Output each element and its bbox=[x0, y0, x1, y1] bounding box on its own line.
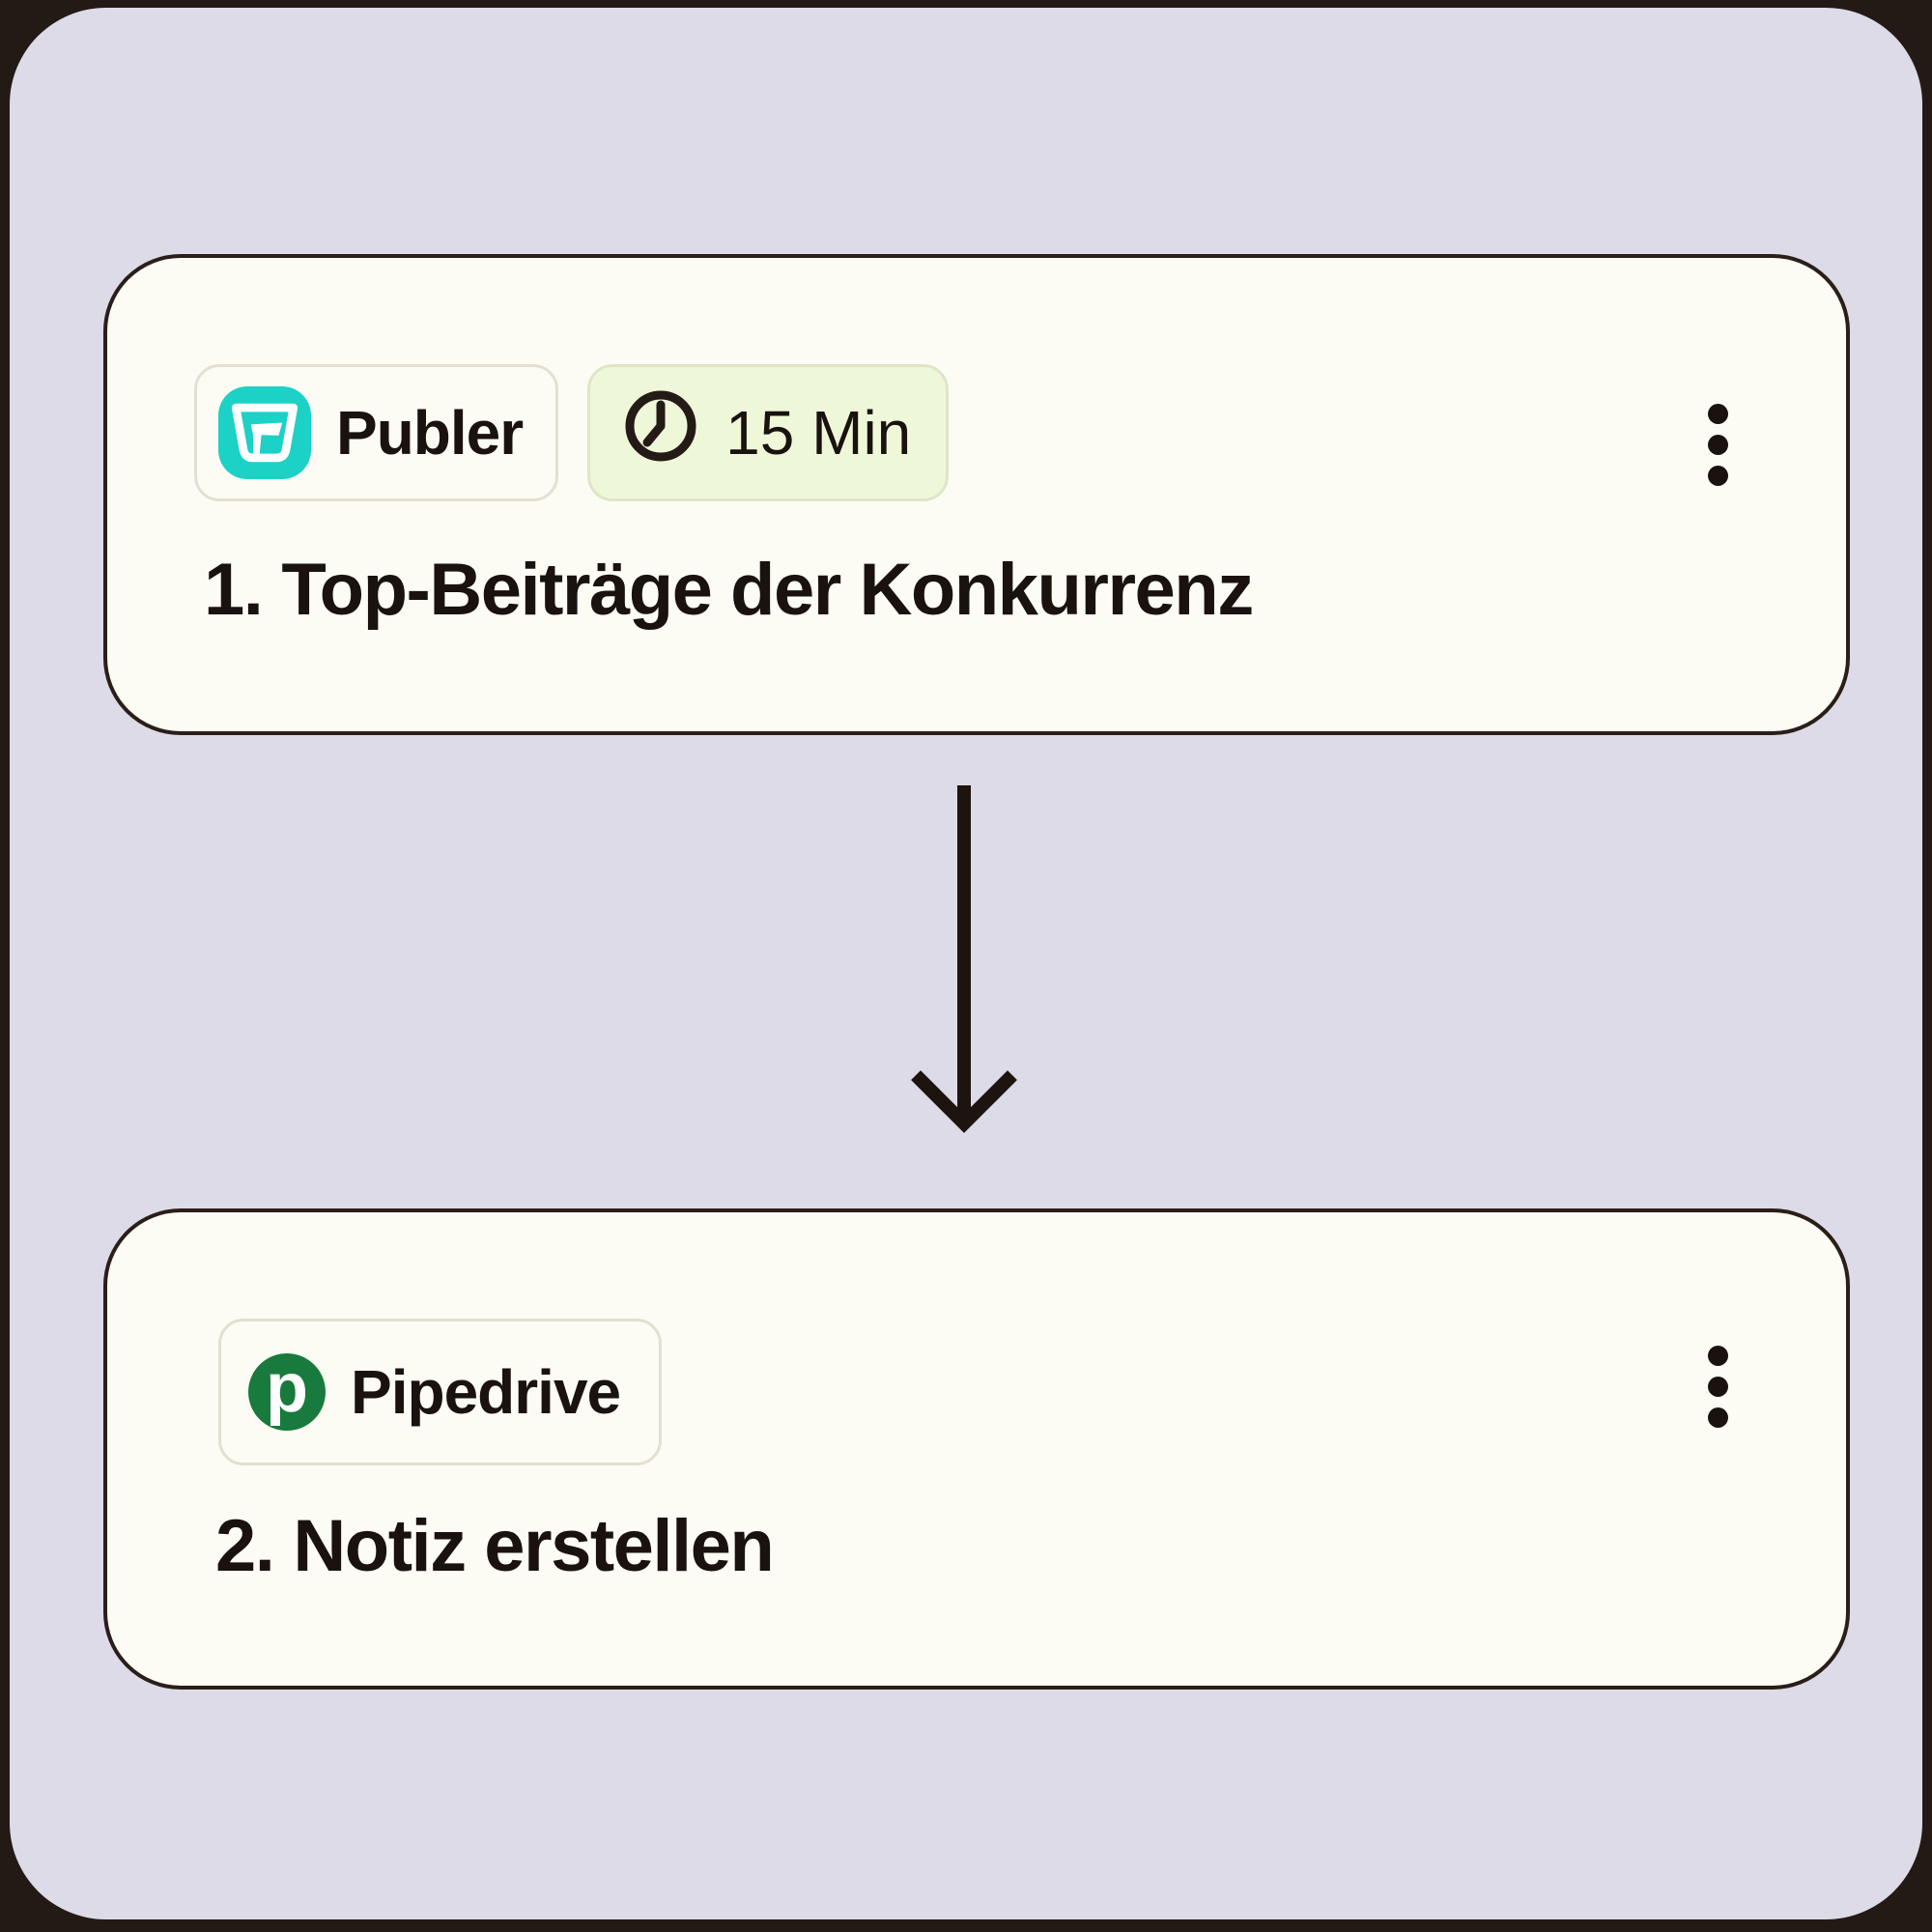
step-number: 2. bbox=[215, 1505, 275, 1587]
publer-app-badge: Publer bbox=[194, 364, 559, 501]
arrow-down-icon bbox=[911, 785, 1017, 1133]
step-card-1[interactable]: Publer 15 Min 1.Top-Beiträge der Konkurr… bbox=[103, 254, 1850, 735]
step-2-title: 2.Notiz erstellen bbox=[215, 1504, 775, 1588]
step-title-text: Top-Beiträge der Konkurrenz bbox=[281, 549, 1254, 631]
step-2-badge-row: p Pipedrive bbox=[218, 1319, 663, 1465]
step-title-text: Notiz erstellen bbox=[293, 1505, 774, 1587]
duration-badge: 15 Min bbox=[587, 364, 950, 501]
workflow-panel: Publer 15 Min 1.Top-Beiträge der Konkurr… bbox=[10, 8, 1922, 1919]
kebab-menu-icon[interactable] bbox=[1708, 404, 1728, 486]
kebab-menu-icon[interactable] bbox=[1708, 1346, 1728, 1428]
clock-icon bbox=[617, 383, 704, 484]
step-1-title: 1.Top-Beiträge der Konkurrenz bbox=[204, 548, 1254, 632]
pipedrive-icon: p bbox=[248, 1350, 326, 1431]
step-1-badge-row: Publer 15 Min bbox=[194, 364, 950, 501]
duration-label: 15 Min bbox=[725, 398, 912, 468]
publer-icon bbox=[218, 386, 311, 479]
app-name-label: Pipedrive bbox=[351, 1357, 621, 1427]
step-number: 1. bbox=[204, 549, 264, 631]
step-card-2[interactable]: p Pipedrive 2.Notiz erstellen bbox=[103, 1208, 1850, 1690]
app-name-label: Publer bbox=[336, 398, 524, 468]
pipedrive-app-badge: p Pipedrive bbox=[218, 1319, 663, 1465]
